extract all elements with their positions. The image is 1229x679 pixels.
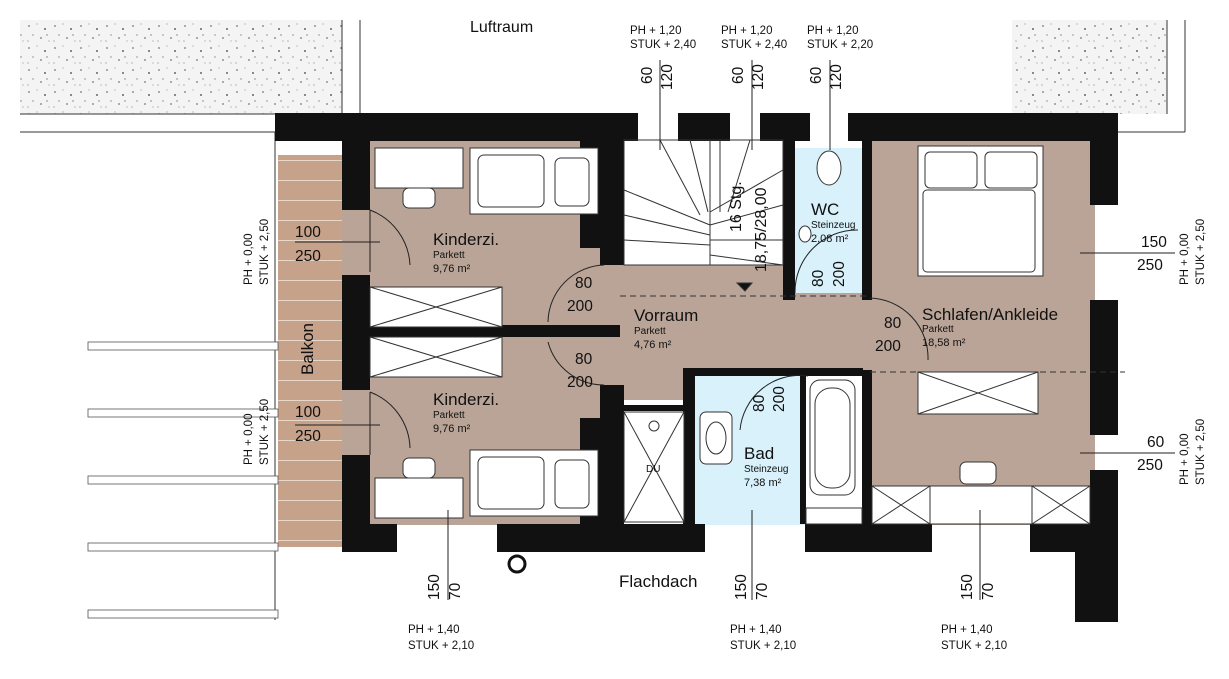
dim-schlafen-door-b: 200 xyxy=(875,338,901,355)
dim-top-w3-b: 120 xyxy=(828,64,845,90)
room-vorraum-area: 4,76 m² xyxy=(634,339,672,351)
stairs-ratio: 18,75/28,00 xyxy=(753,187,770,272)
dim-wc-door-b: 200 xyxy=(831,261,848,287)
dim-schlafen-door-a: 80 xyxy=(884,315,902,332)
balcony xyxy=(87,132,342,620)
window-note-top3-stuk: STUK + 2,20 xyxy=(807,39,874,51)
room-balkon: Balkon xyxy=(298,323,317,375)
window-note-left1-stuk: STUK + 2,50 xyxy=(259,218,271,285)
window-note-top2-ph: PH + 1,20 xyxy=(721,25,773,37)
dim-top-w3-a: 60 xyxy=(808,66,825,84)
room-wc-floor: Steinzeug xyxy=(811,220,856,231)
room-kinder-top-floor: Parkett xyxy=(433,250,465,261)
furniture xyxy=(369,145,1091,525)
window-note-top3-ph: PH + 1,20 xyxy=(807,25,859,37)
window-note-bottom1-ph: PH + 1,40 xyxy=(408,624,460,636)
leader-lines xyxy=(295,60,1175,600)
room-kinder-bottom-area: 9,76 m² xyxy=(433,423,471,435)
gravel-roof xyxy=(20,20,1186,133)
window-note-top1-ph: PH + 1,20 xyxy=(630,25,682,37)
dim-kinder-door-top-a: 80 xyxy=(575,275,593,292)
room-schlafen: Schlafen/Ankleide xyxy=(922,305,1059,324)
room-schlafen-area: 18,58 m² xyxy=(922,337,966,349)
dim-left-d1-a: 100 xyxy=(295,224,321,241)
dim-bad-door-b: 200 xyxy=(771,386,788,412)
room-kinder-bottom: Kinderzi. xyxy=(433,390,500,409)
room-kinder-top: Kinderzi. xyxy=(433,230,500,249)
window-note-right2-stuk: STUK + 2,50 xyxy=(1195,418,1207,485)
dim-bottom-w2-a: 150 xyxy=(733,574,750,600)
room-vorraum: Vorraum xyxy=(634,306,699,325)
dim-bottom-w1-a: 150 xyxy=(426,574,443,600)
window-note-left1-ph: PH + 0,00 xyxy=(243,233,255,285)
room-luftraum: Luftraum xyxy=(470,19,534,36)
window-note-right1-stuk: STUK + 2,50 xyxy=(1195,218,1207,285)
dim-wc-door-a: 80 xyxy=(810,269,827,287)
dim-top-w2-a: 60 xyxy=(730,66,747,84)
shower-label: DU xyxy=(646,464,661,475)
dim-right-w2-b: 250 xyxy=(1137,457,1163,474)
window-note-right1-ph: PH + 0,00 xyxy=(1179,233,1191,285)
room-bad-area: 7,38 m² xyxy=(744,477,782,489)
window-note-left2-ph: PH + 0,00 xyxy=(243,413,255,465)
dim-left-d2-b: 250 xyxy=(295,428,321,445)
dim-bottom-w2-b: 70 xyxy=(754,582,771,600)
dim-bad-door-a: 80 xyxy=(751,394,768,412)
room-kinder-bottom-floor: Parkett xyxy=(433,410,465,421)
dim-right-w1-b: 250 xyxy=(1137,257,1163,274)
dim-top-w2-b: 120 xyxy=(750,64,767,90)
window-note-left2-stuk: STUK + 2,50 xyxy=(259,398,271,465)
dim-bottom-w3-a: 150 xyxy=(959,574,976,600)
stairs-steps: 16 Stg. xyxy=(728,181,745,232)
dim-top-w1-a: 60 xyxy=(639,66,656,84)
dim-right-w1-a: 150 xyxy=(1141,234,1167,251)
window-note-right2-ph: PH + 0,00 xyxy=(1179,433,1191,485)
dim-left-d2-a: 100 xyxy=(295,404,321,421)
window-note-top2-stuk: STUK + 2,40 xyxy=(721,39,788,51)
window-note-bottom3-ph: PH + 1,40 xyxy=(941,624,993,636)
dim-kinder-door-bottom-b: 200 xyxy=(567,374,593,391)
dim-bottom-w1-b: 70 xyxy=(447,582,464,600)
room-wc-area: 2,08 m² xyxy=(811,233,849,245)
window-note-bottom3-stuk: STUK + 2,10 xyxy=(941,640,1008,652)
drain-icon xyxy=(507,554,527,574)
room-kinder-top-area: 9,76 m² xyxy=(433,263,471,275)
window-note-bottom1-stuk: STUK + 2,10 xyxy=(408,640,475,652)
room-vorraum-floor: Parkett xyxy=(634,326,666,337)
dim-top-w1-b: 120 xyxy=(659,64,676,90)
door-swings xyxy=(369,209,929,455)
dim-right-w2-a: 60 xyxy=(1147,434,1165,451)
room-schlafen-floor: Parkett xyxy=(922,324,954,335)
window-note-bottom2-ph: PH + 1,40 xyxy=(730,624,782,636)
room-flachdach: Flachdach xyxy=(619,572,698,591)
room-bad-floor: Steinzeug xyxy=(744,464,789,475)
room-bad: Bad xyxy=(744,444,775,463)
staircase xyxy=(623,139,784,292)
dim-kinder-door-top-b: 200 xyxy=(567,298,593,315)
dim-left-d1-b: 250 xyxy=(295,248,321,265)
dim-bottom-w3-b: 70 xyxy=(980,582,997,600)
window-note-top1-stuk: STUK + 2,40 xyxy=(630,39,697,51)
dim-kinder-door-bottom-a: 80 xyxy=(575,351,593,368)
window-note-bottom2-stuk: STUK + 2,10 xyxy=(730,640,797,652)
room-wc: WC xyxy=(811,200,840,219)
